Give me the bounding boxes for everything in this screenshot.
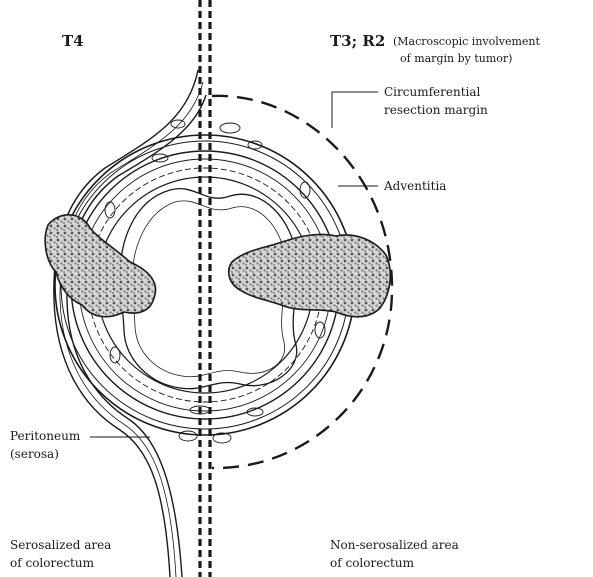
crm-leader xyxy=(332,92,378,128)
tumor-right xyxy=(229,234,391,316)
crm-label-line1: Circumferential xyxy=(384,85,481,99)
right-stage-note-line1: (Macroscopic involvement xyxy=(393,35,541,48)
left-stage-label: T4 xyxy=(62,32,84,50)
left-area-label-line2: of colorectum xyxy=(10,556,95,570)
peritoneum-label-line1: Peritoneum xyxy=(10,429,81,443)
left-area-label-line1: Serosalized area xyxy=(10,538,111,552)
right-area-label-line2: of colorectum xyxy=(330,556,415,570)
right-stage-note-line2: of margin by tumor) xyxy=(400,52,512,65)
right-stage-label: T3; R2 xyxy=(330,32,385,50)
crm-label-line2: resection margin xyxy=(384,103,488,117)
right-area-label-line1: Non-serosalized area xyxy=(330,538,459,552)
peritoneum-label-line2: (serosa) xyxy=(10,447,59,461)
adventitia-label: Adventitia xyxy=(383,179,446,193)
